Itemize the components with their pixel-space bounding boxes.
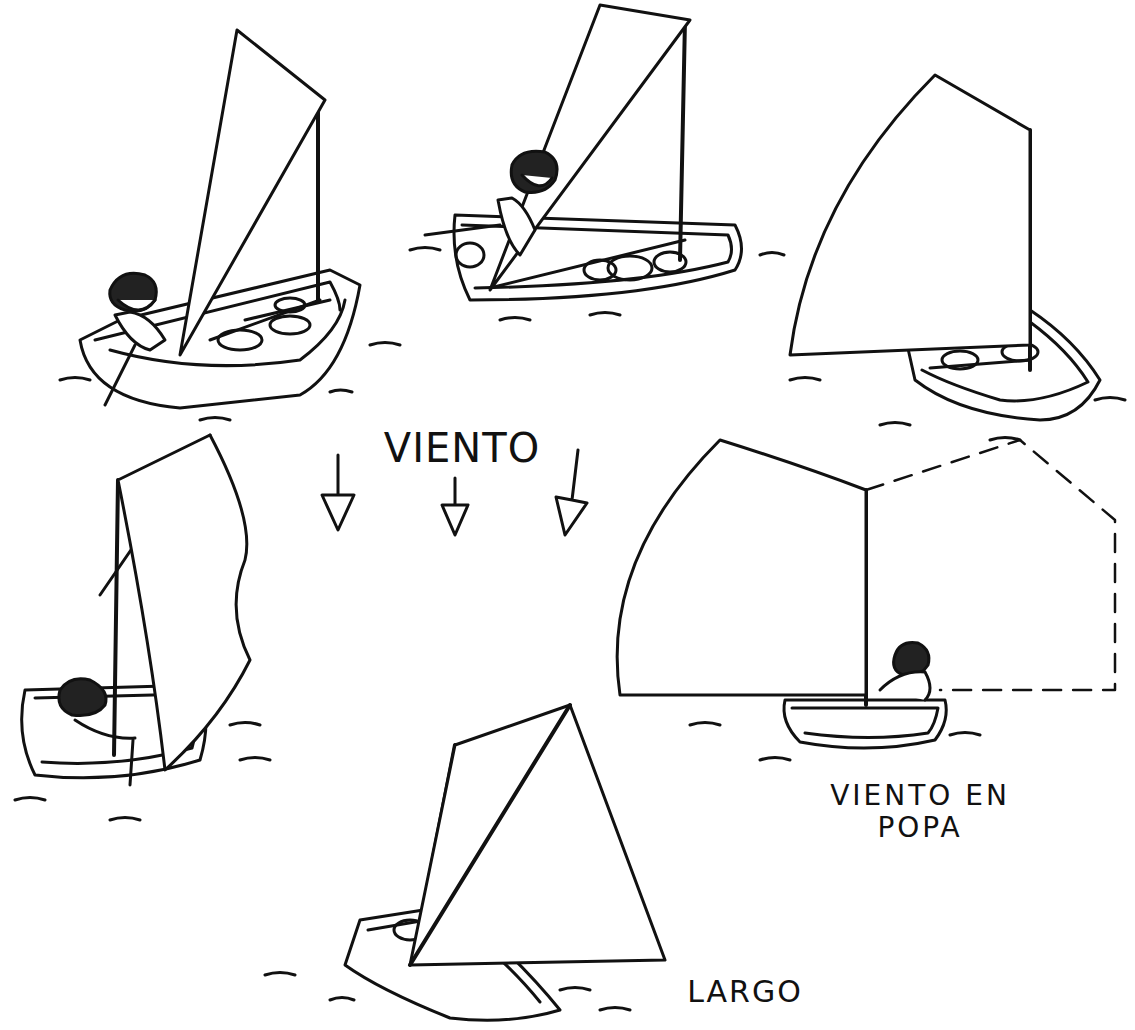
point-of-sail-label: LARGO [687,975,803,1010]
wind-label: VIENTO [384,425,540,471]
point-of-sail-label: VIENTO EN POPA [795,780,1045,844]
boat-broad-reach [790,75,1125,440]
boat-luffing [15,435,270,820]
boat-running [617,440,1115,760]
boat-largo [265,705,665,1020]
boat-close-hauled [60,30,400,420]
boat-beam-reach [410,5,784,320]
